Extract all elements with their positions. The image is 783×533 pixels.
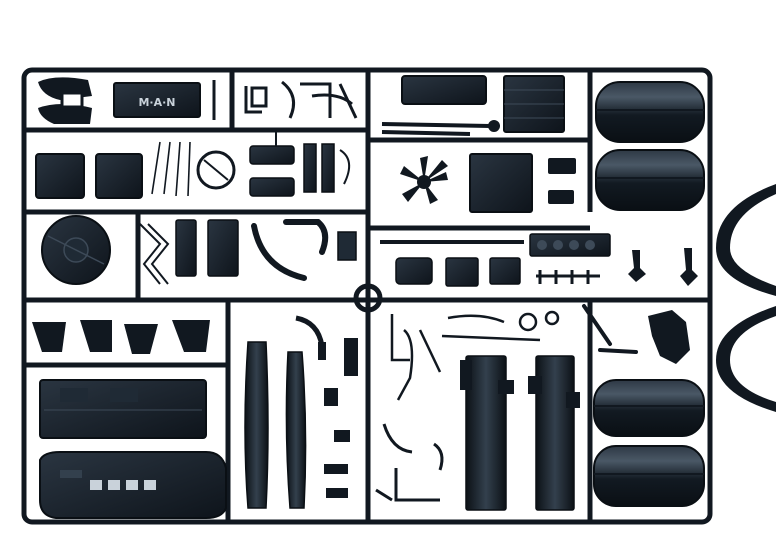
front-bumper bbox=[39, 451, 227, 519]
sprue-hub bbox=[353, 283, 383, 313]
chassis-frame-left bbox=[460, 355, 514, 511]
battery-box-parts bbox=[35, 153, 143, 199]
spare-wheel-carrier bbox=[41, 215, 111, 285]
fender-upper bbox=[716, 184, 776, 296]
cab-roof-part bbox=[401, 75, 487, 105]
manifold bbox=[536, 270, 600, 284]
tire-top-2 bbox=[595, 149, 705, 211]
engine-block bbox=[529, 233, 611, 257]
mirror-parts bbox=[38, 77, 92, 124]
cab-floor-panel bbox=[39, 379, 207, 439]
tow-hooks bbox=[628, 248, 698, 286]
spring-hangers bbox=[139, 223, 170, 285]
small-bracket-parts bbox=[212, 80, 358, 120]
intercooler-panel bbox=[469, 153, 533, 213]
misc-small-parts bbox=[295, 315, 358, 498]
tire-top-1 bbox=[595, 81, 705, 143]
seat-links bbox=[275, 132, 351, 185]
wiper-rods bbox=[151, 141, 191, 197]
small-blocks-right bbox=[548, 158, 576, 204]
chassis-rails bbox=[244, 341, 307, 509]
front-grille-badge: M·A·N bbox=[113, 82, 201, 118]
sprue-frame bbox=[21, 67, 713, 525]
mudflap-brackets bbox=[32, 320, 210, 354]
tire-bottom-1 bbox=[593, 379, 705, 437]
steering-wheel bbox=[196, 150, 236, 190]
chassis-frame-right bbox=[528, 355, 580, 511]
tire-bottom-2 bbox=[593, 445, 705, 507]
seat-frames bbox=[249, 143, 335, 197]
cooling-fan bbox=[400, 156, 448, 204]
brake-lines bbox=[375, 423, 444, 502]
crossmember-linkage bbox=[390, 310, 560, 401]
man-logo-text: M·A·N bbox=[138, 96, 175, 109]
fender-lower bbox=[716, 306, 776, 412]
differential-housing bbox=[395, 257, 521, 287]
exhaust-pipes bbox=[251, 219, 329, 281]
step-part bbox=[337, 231, 357, 261]
cab-mount-bracket bbox=[648, 310, 690, 364]
gear-lever-parts bbox=[582, 304, 638, 354]
driveshaft bbox=[381, 120, 500, 136]
fuel-tank-halves bbox=[175, 219, 239, 277]
radiator-panel bbox=[503, 75, 565, 133]
